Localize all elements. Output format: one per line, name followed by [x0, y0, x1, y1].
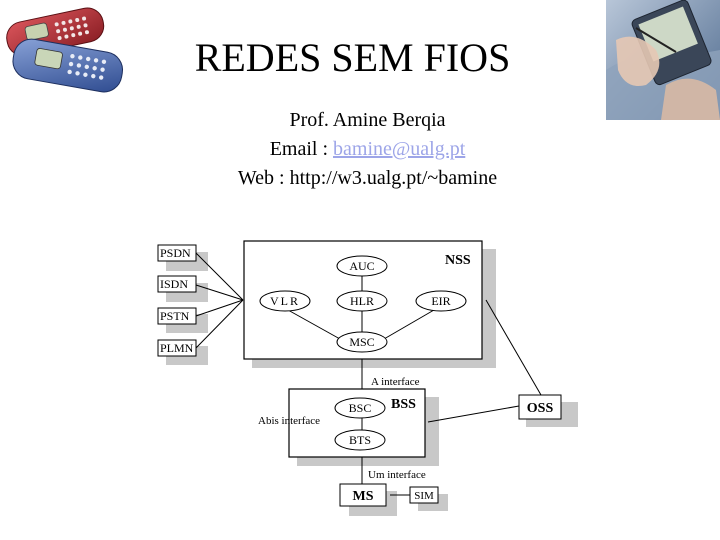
web-line: Web : http://w3.ualg.pt/~bamine: [237, 167, 498, 189]
hlr-label: HLR: [350, 294, 374, 308]
bts-label: BTS: [349, 433, 371, 447]
sim-label: SIM: [414, 490, 434, 502]
msc-label: MSC: [349, 335, 374, 349]
network-box-isdn: [157, 275, 197, 293]
sim-box: [409, 486, 439, 504]
network-box-psdn: [157, 244, 197, 262]
abis-interface-label: Abis interface: [258, 415, 320, 427]
vlr-label: VLR: [270, 294, 300, 308]
oss-box: [518, 394, 562, 420]
network-label-pstn: PSTN: [160, 309, 190, 323]
author-line: Prof. Amine Berqia: [289, 109, 446, 131]
oss-label: OSS: [527, 401, 554, 416]
auc-node: [336, 255, 388, 277]
ms-box: [339, 483, 387, 507]
nss-label: NSS: [445, 253, 471, 268]
eir-node: [415, 290, 467, 312]
ms-label: MS: [353, 489, 374, 504]
msc-node: [336, 331, 388, 353]
network-label-isdn: ISDN: [160, 277, 188, 291]
network-label-plmn: PLMN: [160, 341, 194, 355]
bsc-node: [334, 397, 386, 419]
a-interface-label: A interface: [371, 376, 420, 388]
network-box-pstn: [157, 307, 197, 325]
email-link[interactable]: bamine@ualg.pt: [333, 138, 466, 160]
um-interface-label: Um interface: [368, 469, 426, 481]
hlr-node: [336, 290, 388, 312]
network-label-psdn: PSDN: [160, 246, 191, 260]
bss-label: BSS: [391, 397, 416, 412]
email-label: Email :: [269, 138, 334, 160]
email-line: Email : bamine@ualg.pt: [0, 138, 720, 161]
bts-node: [334, 429, 386, 451]
bsc-label: BSC: [349, 401, 372, 415]
slide-title: REDES SEM FIOS: [194, 35, 511, 80]
eir-label: EIR: [431, 294, 450, 308]
mobile-phones-photo: [6, 7, 124, 93]
network-box-plmn: [157, 339, 197, 357]
vlr-node: [259, 290, 311, 312]
pda-stylus-photo: [606, 0, 720, 120]
auc-label: AUC: [349, 259, 374, 273]
